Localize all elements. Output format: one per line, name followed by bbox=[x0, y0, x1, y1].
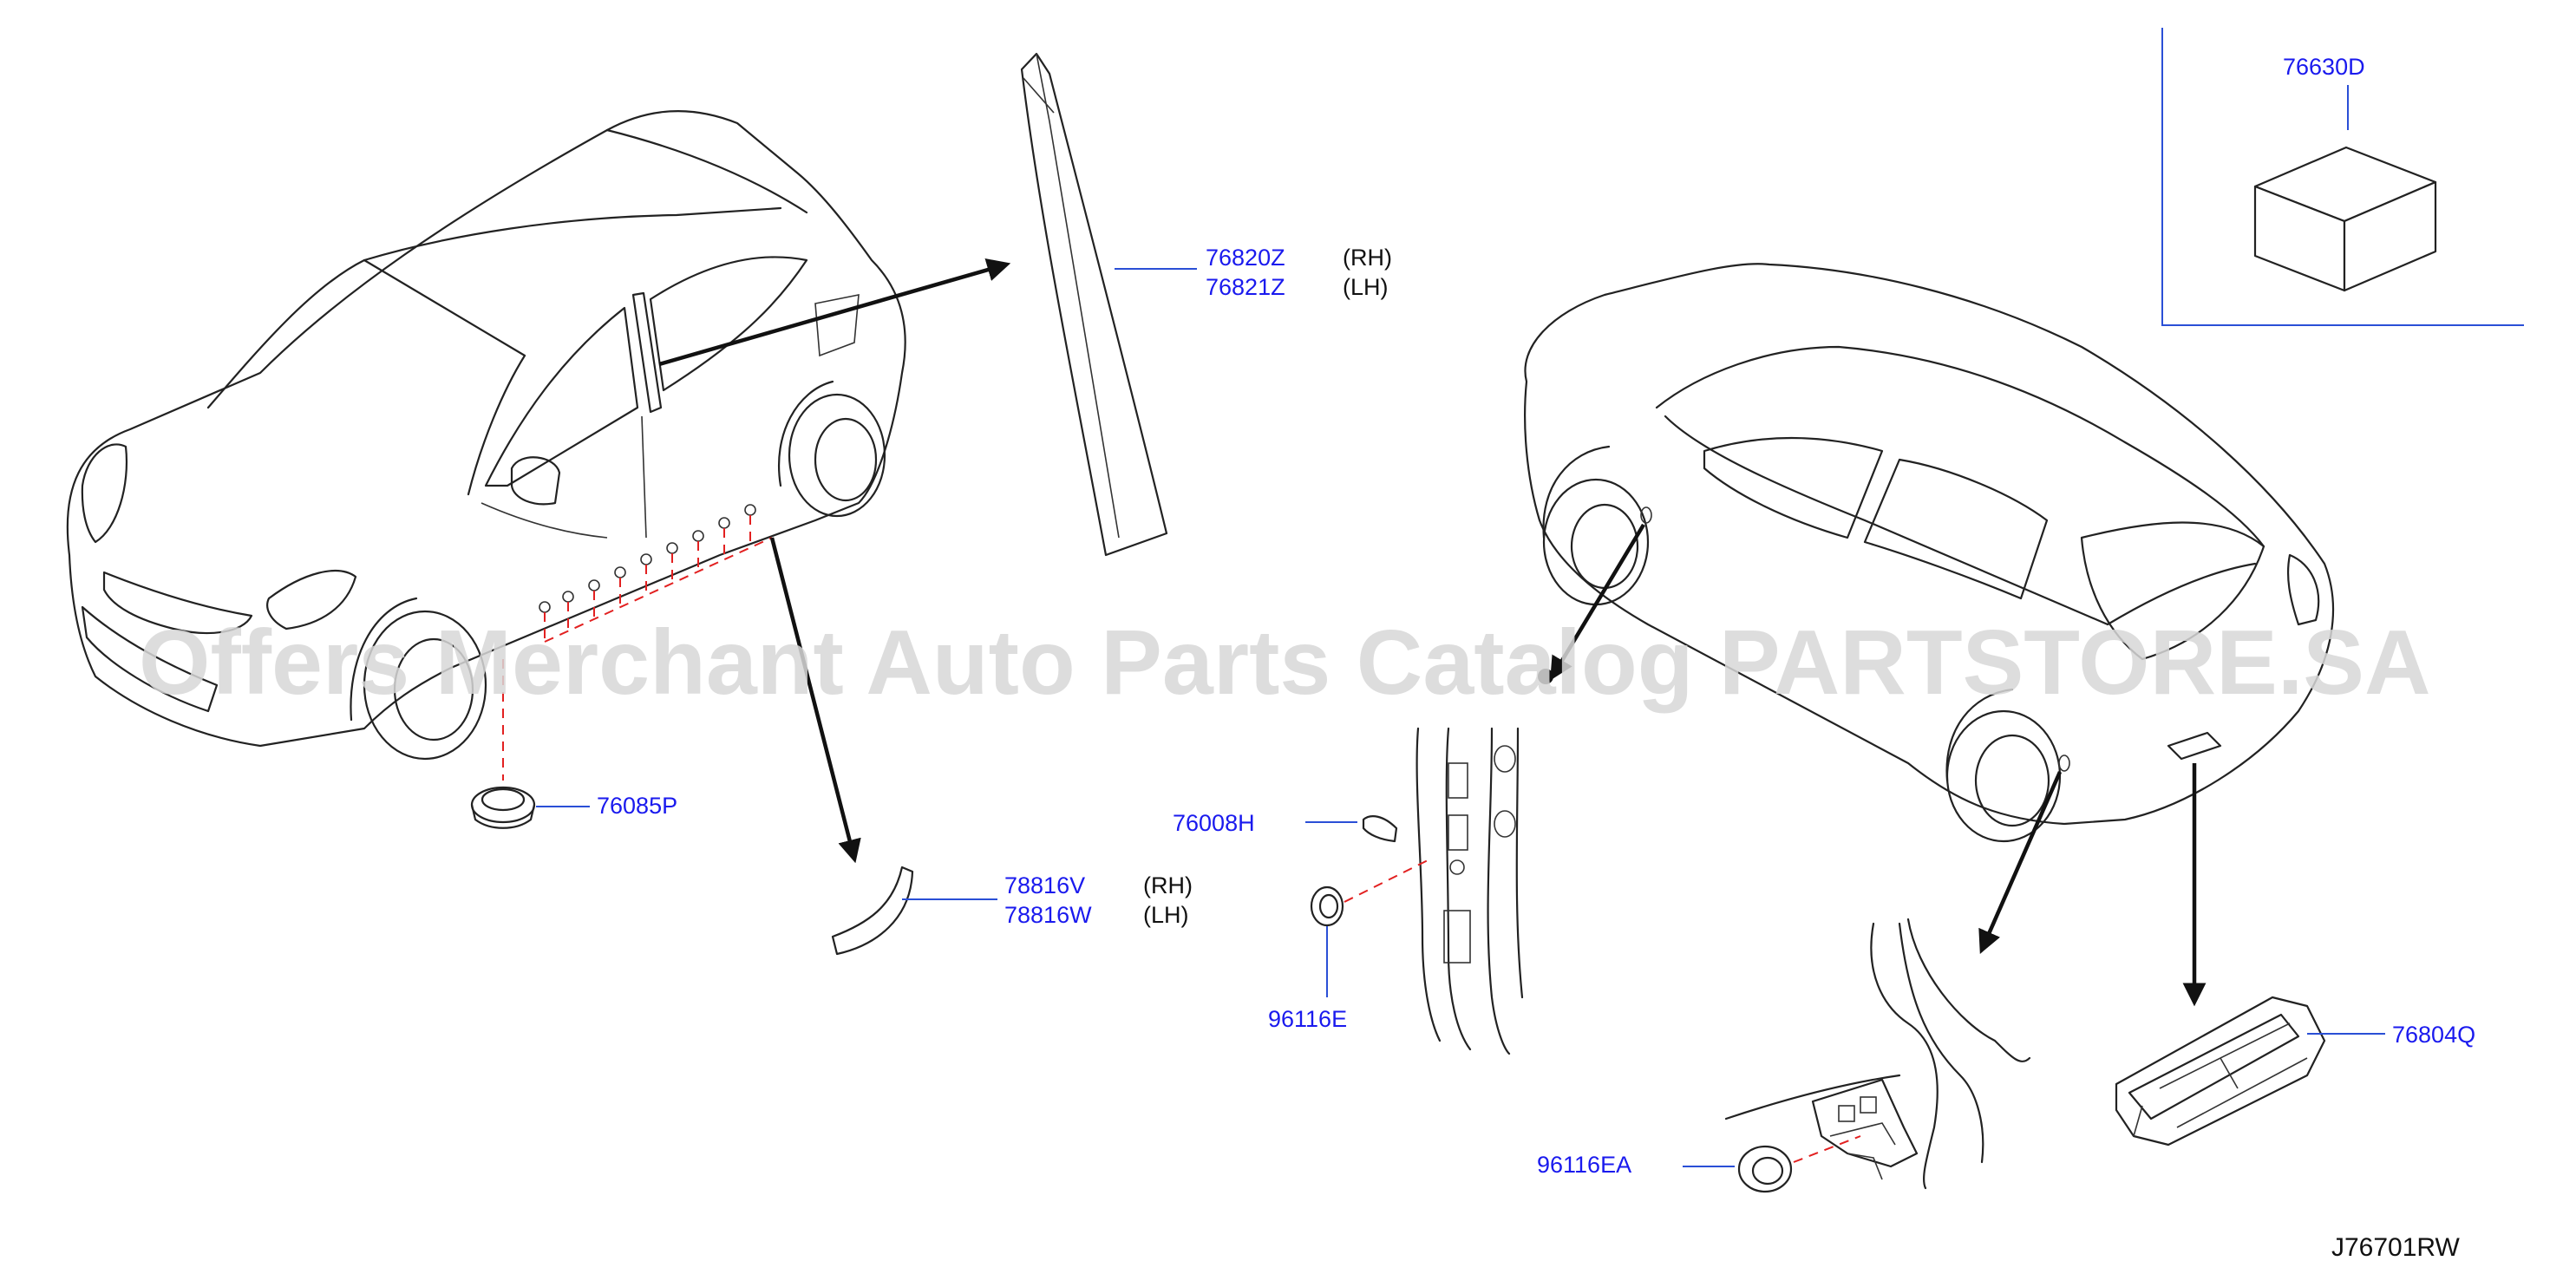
plug-96116E-part bbox=[1310, 885, 1344, 927]
sill-clip-holes bbox=[539, 504, 756, 613]
bracket-76804Q-part bbox=[2115, 996, 2326, 1147]
rear-car-illustration bbox=[1524, 263, 2335, 843]
arrow-to-seal-area bbox=[1550, 523, 1645, 681]
side-tag-lh-arch: (LH) bbox=[1143, 902, 1189, 928]
arch-trim-part bbox=[831, 866, 914, 956]
sill-grommet-part bbox=[470, 786, 536, 829]
seal-76008H-part bbox=[1362, 815, 1398, 843]
label-78816V: 78816V bbox=[1004, 872, 1085, 898]
pad-76630D-part bbox=[2253, 146, 2437, 292]
label-96116EA: 96116EA bbox=[1537, 1152, 1631, 1178]
dashed-guide-96116EA bbox=[1793, 1135, 1861, 1163]
arrow-to-pillar-trim bbox=[658, 258, 1011, 367]
label-76085P: 76085P bbox=[597, 793, 677, 819]
arrow-to-arch-trim bbox=[769, 537, 861, 864]
label-76804Q: 76804Q bbox=[2392, 1022, 2475, 1048]
front-car-illustration bbox=[66, 110, 906, 781]
diagram-code: J76701RW bbox=[2331, 1233, 2461, 1262]
arrow-to-rear-arch-area bbox=[1978, 771, 2063, 954]
label-78816W: 78816W bbox=[1004, 902, 1092, 928]
label-76008H: 76008H bbox=[1173, 810, 1255, 836]
label-96116E: 96116E bbox=[1268, 1006, 1347, 1032]
side-tag-rh-pillar: (RH) bbox=[1343, 245, 1392, 271]
plug-96116EA-part bbox=[1737, 1145, 1793, 1193]
sill-dashed-guides bbox=[502, 515, 773, 781]
pillar-trim-part bbox=[1020, 52, 1168, 557]
side-tag-rh-arch: (RH) bbox=[1143, 872, 1193, 898]
side-tag-lh-pillar: (LH) bbox=[1343, 274, 1389, 300]
inner-pillar-panel bbox=[1415, 727, 1524, 1055]
label-76630D: 76630D bbox=[2283, 54, 2365, 80]
inset-frame bbox=[2161, 28, 2524, 326]
rear-wheelhouse-panel bbox=[1724, 918, 2031, 1190]
label-76820Z: 76820Z bbox=[1206, 245, 1285, 271]
watermark-text: Offers Merchant Auto Parts Catalog PARTS… bbox=[139, 611, 2431, 714]
label-76821Z: 76821Z bbox=[1206, 274, 1285, 300]
dashed-guide-96116E bbox=[1344, 858, 1432, 903]
arrow-dot bbox=[1538, 669, 1553, 684]
